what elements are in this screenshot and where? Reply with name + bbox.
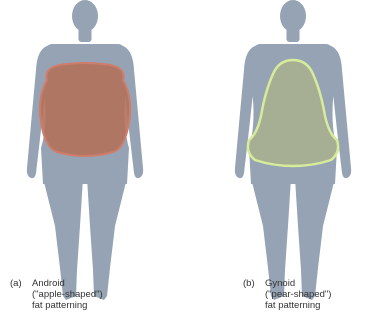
caption-line: fat patterning	[265, 300, 331, 311]
caption-gynoid: (b) Gynoid ("pear-shaped") fat patternin…	[243, 278, 373, 318]
android-fat-region	[40, 63, 130, 156]
caption-line: fat patterning	[32, 300, 103, 311]
caption-line: ("apple-shaped")	[32, 289, 103, 300]
caption-line: ("pear-shaped")	[265, 289, 331, 300]
caption-letter: (a)	[10, 278, 22, 289]
gynoid-figure	[235, 0, 351, 300]
android-figure	[27, 0, 143, 300]
caption-android: (a) Android ("apple-shaped") fat pattern…	[10, 278, 160, 318]
caption-line: Gynoid	[265, 278, 331, 289]
caption-line: Android	[32, 278, 103, 289]
caption-letter: (b)	[243, 278, 255, 289]
